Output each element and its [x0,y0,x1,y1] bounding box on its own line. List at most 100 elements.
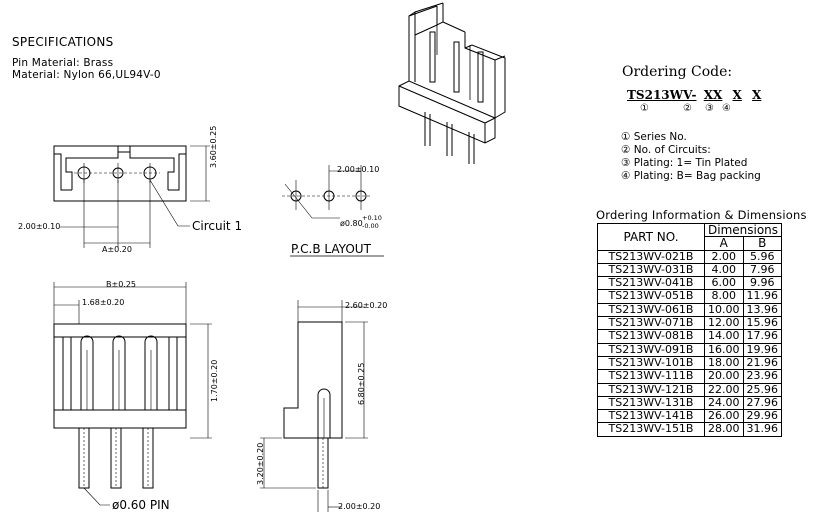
header-col-b: B [742,236,783,251]
cell-part-no: TS213WV-041B [597,276,705,291]
pcb-hole-tol-minus: -0.00 [362,222,379,230]
cell-dim-a: 28.00 [704,422,744,437]
cell-dim-b: 9.96 [742,276,783,291]
cell-dim-a: 10.00 [704,302,744,318]
cell-part-no: TS213WV-091B [597,342,705,357]
cell-dim-b: 11.96 [742,289,783,304]
cell-dim-b: 19.96 [742,342,783,357]
top-height-dim: 3.60±0.25 [209,125,218,168]
cell-dim-a: 24.00 [704,395,744,411]
cell-dim-a: 18.00 [704,355,744,371]
front-view [53,282,212,506]
dim-b-label: B±0.25 [106,280,137,289]
cell-dim-b: 31.96 [742,422,783,437]
ordering-code-title: Ordering Code: [622,64,733,80]
pitch-left-dim: 2.00±0.10 [18,222,61,231]
ordering-item-4: ④ Plating: B= Bag packing [621,170,761,182]
cell-dim-b: 7.96 [742,262,783,278]
cell-part-no: TS213WV-131B [597,395,705,411]
cell-dim-b: 17.96 [742,329,783,344]
ordering-code-seg-circuits: XX [703,88,723,102]
cell-dim-a: 2.00 [704,249,744,264]
pcb-layout-caption: P.C.B LAYOUT [291,242,371,256]
top-view [53,145,210,248]
cell-dim-b: 25.96 [742,382,783,397]
header-col-a: A [704,236,744,251]
cell-dim-b: 5.96 [742,249,783,264]
cell-dim-a: 14.00 [704,329,744,344]
pin-length-dim: 3.20±0.20 [256,442,265,485]
cell-part-no: TS213WV-061B [597,302,705,318]
cell-dim-b: 27.96 [742,395,783,411]
table-header-row: PART NO. Dimensions [597,222,783,251]
cell-part-no: TS213WV-031B [597,262,705,278]
cell-dim-a: 4.00 [704,262,744,278]
side-height-dim: 6.80±0.25 [357,362,366,405]
dim-168-label: 1.68±0.20 [82,298,125,307]
cell-part-no: TS213WV-021B [597,249,705,264]
cell-part-no: TS213WV-081B [597,329,705,344]
header-dimensions: Dimensions [703,222,783,238]
pin-pitch-bottom-dim: 2.00±0.20 [338,502,381,511]
ordering-code-seg-packing: X [752,88,762,102]
cell-part-no: TS213WV-151B [597,422,705,437]
cell-part-no: TS213WV-121B [597,382,705,397]
circled-4: ④ [722,103,731,114]
cell-dim-b: 13.96 [742,302,783,318]
pin-material-line: Pin Material: Brass [12,57,114,69]
ordering-code-prefix: TS213WV- [627,88,697,102]
ordering-item-3: ③ Plating: 1= Tin Plated [621,157,748,169]
header-part-no: PART NO. [597,223,705,251]
cell-dim-a: 12.00 [704,316,744,331]
cell-dim-a: 6.00 [704,276,744,291]
cell-dim-a: 16.00 [704,342,744,357]
cell-dim-b: 23.96 [742,369,783,384]
ordering-code-pattern: TS213WV- XX X X [627,88,761,102]
side-width-dim: 2.60±0.20 [345,301,388,310]
cell-dim-b: 15.96 [742,316,783,331]
cell-dim-a: 22.00 [704,382,744,397]
cell-part-no: TS213WV-141B [597,409,705,424]
pcb-layout [282,165,384,257]
cell-dim-a: 8.00 [704,289,744,304]
circled-2: ② [683,103,692,114]
pcb-hole-dim: ø0.80 [340,219,363,228]
pcb-hole-tol-plus: +0.10 [362,214,382,222]
cell-dim-a: 26.00 [704,409,744,424]
cell-part-no: TS213WV-071B [597,316,705,331]
dim-170-label: 1.70±0.20 [210,359,219,402]
ordering-item-1: ① Series No. [621,131,687,143]
cell-part-no: TS213WV-051B [597,289,705,304]
pcb-pitch-dim: 2.00±0.10 [337,165,380,174]
cell-part-no: TS213WV-101B [597,355,705,371]
circled-1: ① [640,103,649,114]
circled-3: ③ [705,103,714,114]
cell-dim-b: 21.96 [742,355,783,371]
cell-dim-a: 20.00 [704,369,744,384]
table-title: Ordering Information & Dimensions [596,208,807,222]
ordering-code-seg-plating: X [732,88,742,102]
cell-dim-b: 29.96 [742,409,783,424]
isometric-view [398,2,506,164]
specifications-title: SPECIFICATIONS [12,35,114,49]
pin-diameter-caption: ø0.60 PIN [112,498,170,512]
circuit-1-label: Circuit 1 [192,219,243,233]
cell-part-no: TS213WV-111B [597,369,705,384]
ordering-item-2: ② No. of Circuits: [621,144,711,156]
housing-material-line: Material: Nylon 66,UL94V-0 [12,69,161,81]
